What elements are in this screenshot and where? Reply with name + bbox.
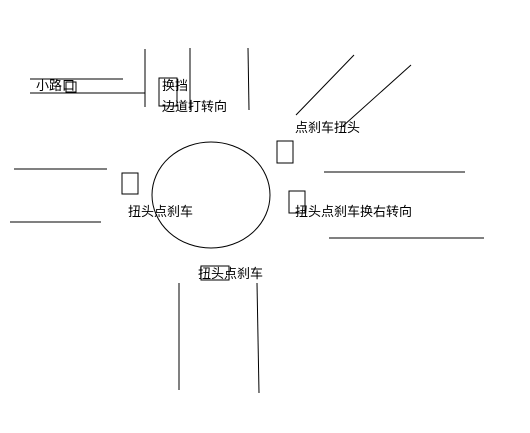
north-road-right-edge xyxy=(247,47,250,111)
label-northeast-car: 点刹车扭头 xyxy=(295,121,361,136)
label-east-car: 扭头点刹车换右转向 xyxy=(295,205,413,220)
car-south xyxy=(200,265,230,281)
car-east xyxy=(288,190,306,214)
roundabout-circle xyxy=(151,141,271,249)
northeast-road-right-edge xyxy=(342,64,412,127)
label-south-car: 扭头点刹车 xyxy=(198,267,264,282)
label-west-car: 扭头点刹车 xyxy=(128,205,194,220)
label-side-signal: 边道打转向 xyxy=(162,100,228,115)
car-north xyxy=(158,77,178,107)
label-change-gear: 换挡 xyxy=(162,79,189,94)
south-road-right-edge xyxy=(256,282,260,394)
northeast-road-left-edge xyxy=(295,54,355,116)
label-small-road: 小路口 xyxy=(36,79,76,94)
car-small-road xyxy=(65,81,77,93)
car-northeast xyxy=(276,140,294,164)
car-west xyxy=(121,172,139,195)
